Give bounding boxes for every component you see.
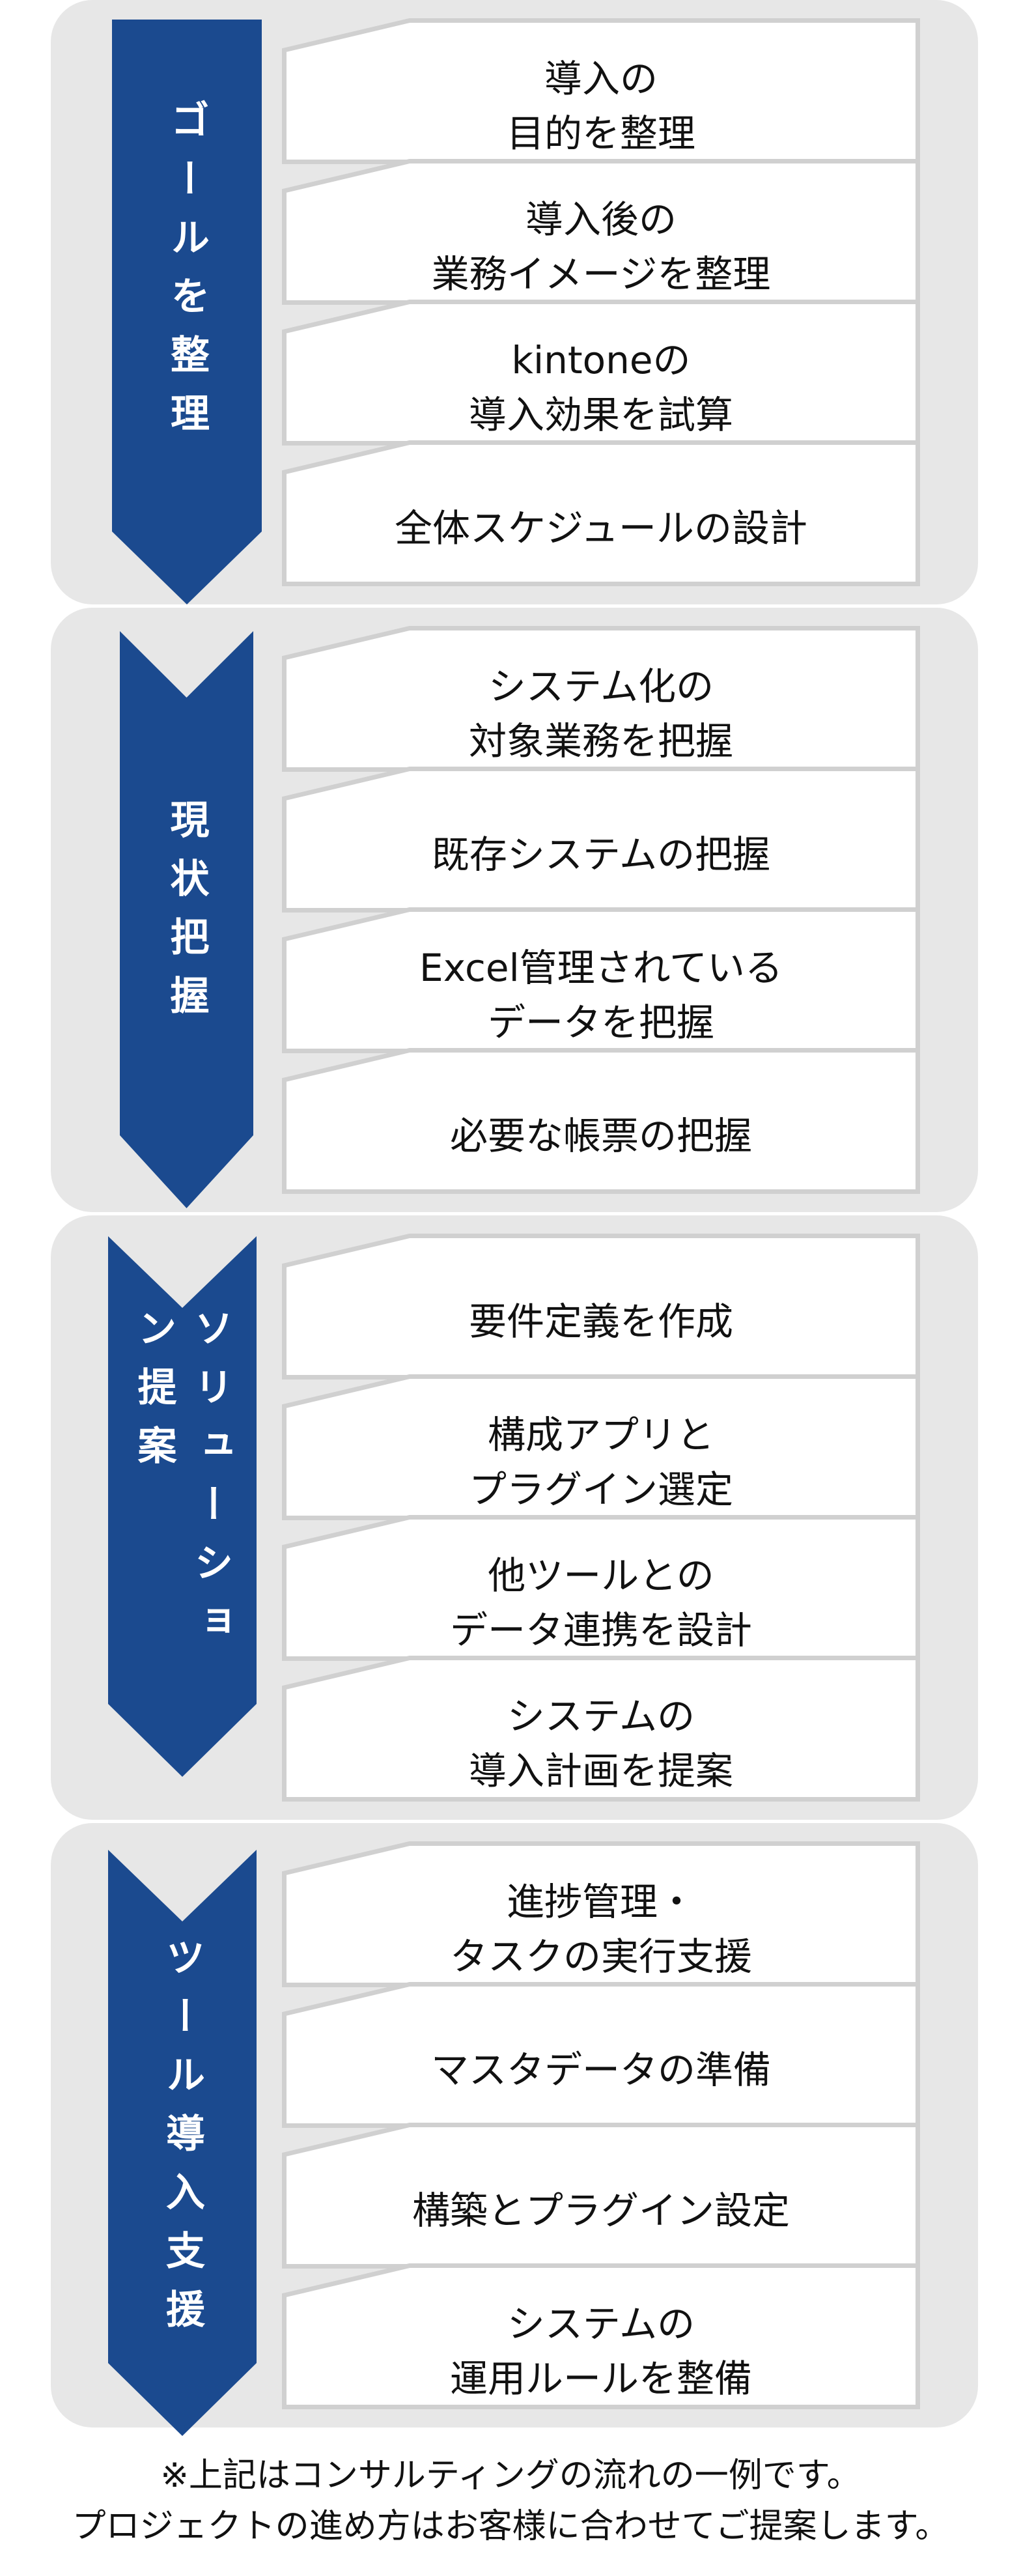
step-card: 進捗管理・タスクの実行支援 bbox=[282, 1841, 920, 1987]
step-card: 導入後の業務イメージを整理 bbox=[282, 159, 920, 305]
step-text-line: マスタデータの準備 bbox=[430, 2048, 771, 2092]
footer-line-1: ※上記はコンサルティングの流れの一例です。 bbox=[160, 2456, 861, 2495]
step-text-line: 既存システムの把握 bbox=[431, 832, 771, 877]
phase-label: 現状把握 bbox=[163, 799, 209, 1034]
step-text-line: 導入計画を提案 bbox=[468, 1749, 733, 1793]
step-card: 他ツールとのデータ連携を設計 bbox=[282, 1515, 920, 1661]
step-card: 全体スケジュールの設計 bbox=[282, 440, 920, 586]
step-card: kintoneの導入効果を試算 bbox=[282, 300, 920, 446]
step-text-line: 運用ルールを整備 bbox=[449, 2357, 752, 2401]
phase-label: ツール導入支援 bbox=[159, 1937, 205, 2347]
footer-note: ※上記はコンサルティングの流れの一例です。 プロジェクトの進め方はお客様に合わせ… bbox=[0, 2450, 1021, 2552]
step-text-line: システムの bbox=[507, 2302, 695, 2346]
step-text-line: 要件定義を作成 bbox=[468, 1299, 733, 1344]
step-text-line: 対象業務を把握 bbox=[468, 719, 733, 763]
step-text-line: データを把握 bbox=[487, 1000, 714, 1045]
step-card: 要件定義を作成 bbox=[282, 1234, 920, 1380]
step-card: マスタデータの準備 bbox=[282, 1982, 920, 2128]
step-text-line: 進捗管理・ bbox=[506, 1880, 695, 1924]
step-text-line: システムの bbox=[507, 1694, 695, 1738]
step-card: システムの導入計画を提案 bbox=[282, 1656, 920, 1802]
step-card: 必要な帳票の把握 bbox=[282, 1048, 920, 1194]
step-text-line: 他ツールとの bbox=[488, 1553, 714, 1598]
step-text-line: kintoneの bbox=[511, 338, 691, 382]
step-text-line: 構成アプリと bbox=[487, 1413, 714, 1457]
phase-label: ゴールを整理 bbox=[163, 100, 210, 451]
step-card: システムの運用ルールを整備 bbox=[282, 2263, 920, 2409]
step-text-line: 導入効果を試算 bbox=[468, 393, 733, 437]
step-text-line: システム化の bbox=[488, 664, 714, 709]
phase-label: ソリューション提案 bbox=[131, 1308, 233, 1660]
step-text-line: データ連携を設計 bbox=[449, 1608, 752, 1652]
arrow-shape bbox=[108, 1850, 257, 2436]
step-text-line: プラグイン選定 bbox=[468, 1467, 733, 1512]
phase-arrow: ゴールを整理 bbox=[112, 20, 262, 604]
step-text-line: 導入の bbox=[544, 57, 658, 101]
phase-arrow: ツール導入支援 bbox=[108, 1850, 257, 2436]
step-card: 導入の目的を整理 bbox=[282, 18, 920, 164]
step-card: 構築とプラグイン設定 bbox=[282, 2123, 920, 2269]
arrow-shape bbox=[112, 20, 262, 604]
step-text-line: 業務イメージを整理 bbox=[431, 252, 771, 296]
step-text-line: Excel管理されている bbox=[419, 946, 783, 990]
step-text-line: 目的を整理 bbox=[506, 111, 695, 156]
step-text-line: 全体スケジュールの設計 bbox=[395, 506, 807, 550]
step-text-line: 必要な帳票の把握 bbox=[449, 1114, 752, 1158]
footer-line-2: プロジェクトの進め方はお客様に合わせてご提案します。 bbox=[72, 2507, 949, 2546]
step-text-line: タスクの実行支援 bbox=[449, 1934, 752, 1979]
step-card: Excel管理されているデータを把握 bbox=[282, 907, 920, 1053]
step-card: 既存システムの把握 bbox=[282, 767, 920, 913]
step-card: 構成アプリとプラグイン選定 bbox=[282, 1374, 920, 1520]
step-text-line: 構築とプラグイン設定 bbox=[412, 2188, 790, 2233]
arrow-shape bbox=[108, 1236, 257, 1777]
phase-arrow: 現状把握 bbox=[120, 631, 253, 1208]
phase-arrow: ソリューション提案 bbox=[108, 1236, 257, 1777]
step-card: システム化の対象業務を把握 bbox=[282, 626, 920, 772]
arrow-shape bbox=[120, 631, 253, 1208]
step-text-line: 導入後の bbox=[525, 197, 677, 242]
